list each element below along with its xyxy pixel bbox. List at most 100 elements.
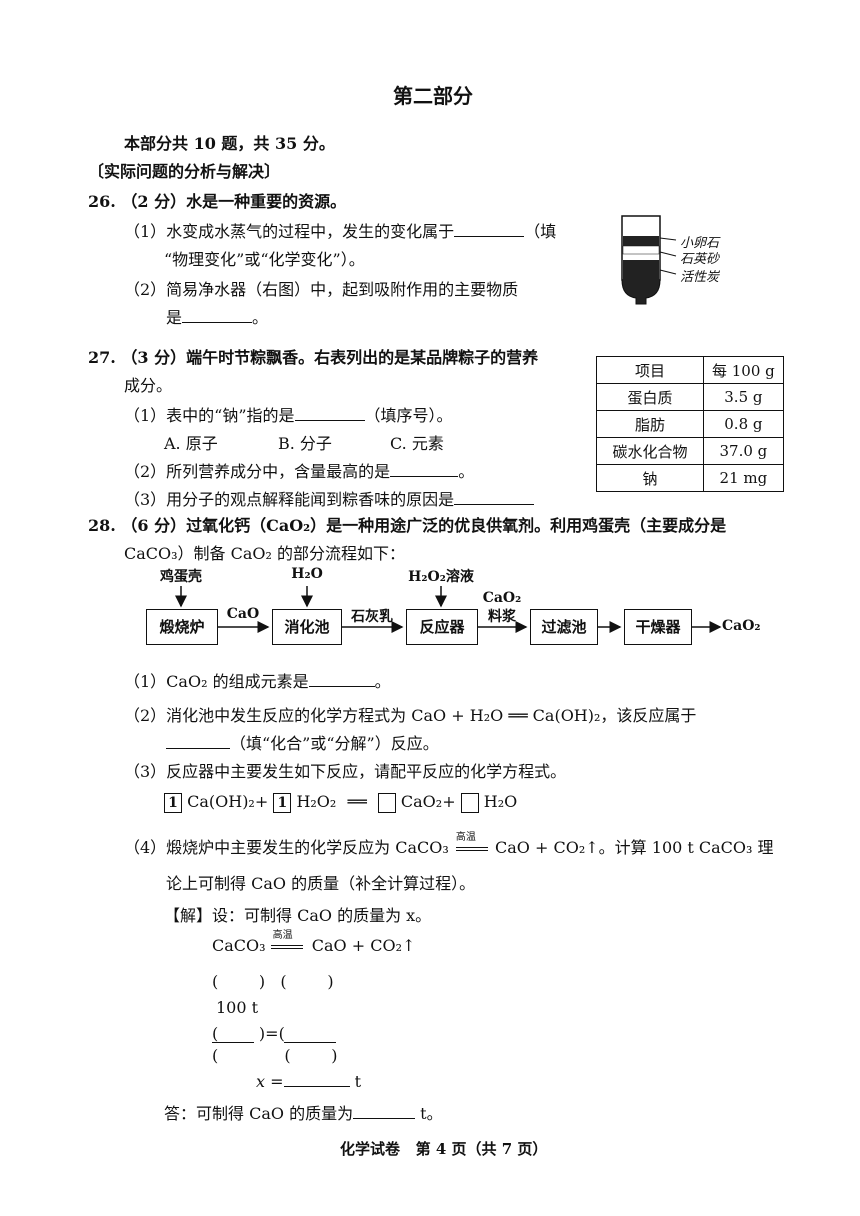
x-label: x = — [256, 1072, 284, 1091]
formula: CaCO₃ — [212, 936, 266, 955]
flow-arrow-label-cao: CaO — [226, 606, 260, 622]
answer-blank[interactable] — [166, 734, 230, 749]
flow-input-peroxide: H₂O₂溶液 — [408, 569, 474, 585]
q28-part4-text2: CaO + CO₂↑。计算 100 t CaCO₃ 理 — [495, 838, 774, 857]
q27-part2: （2）所列营养成分中，含量最高的是 。 — [124, 458, 474, 482]
q27-part3-text: （3）用分子的观点解释能闻到粽香味的原因是 — [124, 490, 455, 509]
answer-blank[interactable] — [454, 222, 525, 237]
q27-part1-tail: （填序号）。 — [364, 406, 453, 425]
coefficient-box[interactable] — [377, 792, 396, 813]
section-intro: 本部分共 10 题，共 35 分。 — [124, 134, 335, 153]
q28-stem-cont: CaCO₃）制备 CaO₂ 的部分流程如下： — [124, 544, 406, 563]
coefficient-box[interactable]: 1 — [164, 792, 182, 813]
flow-input-eggshell: 鸡蛋壳 — [160, 569, 202, 585]
q27-part3: （3）用分子的观点解释能闻到粽香味的原因是 — [124, 486, 535, 510]
answer-blank[interactable] — [283, 1072, 350, 1087]
proportion-bottom[interactable]: ( ( ) — [212, 1046, 338, 1065]
q28-part2: （2）消化池中发生反应的化学方程式为 CaO + H₂O ══ Ca(OH)₂，… — [124, 706, 697, 725]
q26-part2-tail: 。 — [252, 308, 269, 327]
table-cell: 钠 — [596, 464, 704, 492]
q28-part3: （3）反应器中主要发生如下反应，请配平反应的化学方程式。 — [124, 762, 567, 781]
answer-blank[interactable] — [182, 308, 253, 323]
section-title: 第二部分 — [393, 84, 473, 108]
water-filter-diagram — [621, 215, 677, 305]
flow-box-furnace: 煅烧炉 — [146, 609, 218, 645]
condition-label: 高温 — [272, 930, 293, 941]
filter-label-pebbles: 小卵石 — [680, 236, 720, 251]
answer-text: 答：可制得 CaO 的质量为 — [164, 1104, 354, 1123]
nutrition-table: 项目 每 100 g 蛋白质 3.5 g 脂肪 0.8 g 碳水化合物 37.0… — [596, 356, 784, 492]
table-cell: 21 mg — [703, 464, 784, 492]
table-header-row: 项目 每 100 g — [596, 356, 784, 384]
q27-option-a[interactable]: A. 原子 — [164, 434, 218, 453]
q28-part2-cont: （填“化合”或“分解”）反应。 — [166, 730, 439, 754]
category-heading: 〔实际问题的分析与解决〕 — [88, 162, 281, 181]
flow-input-water: H₂O — [291, 566, 323, 582]
final-answer: 答：可制得 CaO 的质量为 t。 — [164, 1100, 443, 1124]
q26-part2-lead: 是 — [166, 308, 183, 327]
balance-equation: 1 Ca(OH)₂+ 1 H₂O₂ ══ CaO₂+ H₂O — [164, 792, 517, 813]
fraction-line-left — [212, 1042, 254, 1043]
flow-arrow-label-slurry: 料浆 — [488, 609, 516, 625]
q26-part1-tail: （填 — [524, 222, 557, 241]
coefficient-box[interactable]: 1 — [273, 792, 292, 813]
equals-sign: ══ — [347, 792, 367, 811]
answer-blank[interactable] — [308, 672, 375, 687]
q26-part1-cont: “物理变化”或“化学变化”）。 — [164, 250, 365, 269]
table-cell: 脂肪 — [596, 410, 704, 438]
double-line — [455, 846, 488, 851]
q27-stem-cont: 成分。 — [124, 376, 173, 395]
q28-part1-text: （1）CaO₂ 的组成元素是 — [124, 672, 309, 691]
flow-output-cao2: CaO₂ — [722, 618, 761, 634]
flow-box-dryer: 干燥器 — [624, 609, 692, 645]
flow-box-reactor: 反应器 — [406, 609, 478, 645]
solution-equation: CaCO₃ 高温 CaO + CO₂↑ — [212, 930, 415, 955]
answer-blank[interactable] — [390, 462, 459, 477]
q28-part1: （1）CaO₂ 的组成元素是 。 — [124, 668, 391, 692]
nutrition-table-wrap: 项目 每 100 g 蛋白质 3.5 g 脂肪 0.8 g 碳水化合物 37.0… — [596, 356, 784, 492]
q27-stem: 27. （3 分）端午时节粽飘香。右表列出的是某品牌粽子的营养 — [88, 348, 539, 367]
flow-box-filter: 过滤池 — [530, 609, 598, 645]
q27-part1-text: （1）表中的“钠”指的是 — [124, 406, 295, 425]
table-row: 钠 21 mg — [596, 464, 784, 492]
q27-part2-text: （2）所列营养成分中，含量最高的是 — [124, 462, 391, 481]
solution-setup: 【解】设：可制得 CaO 的质量为 x。 — [164, 906, 432, 925]
answer-blank[interactable] — [353, 1104, 416, 1119]
q26-part1: （1）水变成水蒸气的过程中，发生的变化属于 （填 — [124, 218, 556, 242]
condition-label: 高温 — [455, 832, 476, 843]
q28-part4-cont: 论上可制得 CaO 的质量（补全计算过程）。 — [166, 874, 476, 893]
molar-mass-row[interactable]: ( ) ( ) — [212, 972, 334, 991]
double-line — [270, 944, 303, 949]
coefficient-box[interactable] — [460, 792, 479, 813]
flow-box-digester: 消化池 — [272, 609, 342, 645]
q27-option-c[interactable]: C. 元素 — [390, 434, 444, 453]
q26-stem: 26. （2 分）水是一种重要的资源。 — [88, 192, 347, 211]
q26-part2: （2）简易净水器（右图）中，起到吸附作用的主要物质 — [124, 280, 519, 299]
table-cell: 0.8 g — [703, 410, 784, 438]
answer-blank[interactable] — [294, 406, 365, 421]
answer-blank[interactable] — [454, 490, 535, 505]
table-header: 每 100 g — [703, 356, 784, 384]
q26-part1-text: （1）水变成水蒸气的过程中，发生的变化属于 — [124, 222, 455, 241]
flow-arrow-label-limemilk: 石灰乳 — [351, 609, 393, 625]
x-result: x = t — [256, 1072, 361, 1091]
flow-arrow-label-cao2: CaO₂ — [482, 590, 522, 606]
q28-part1-tail: 。 — [374, 672, 391, 691]
unit: t — [354, 1072, 362, 1091]
filter-label-carbon: 活性炭 — [680, 270, 720, 285]
q27-part2-tail: 。 — [458, 462, 475, 481]
q27-option-b[interactable]: B. 分子 — [278, 434, 332, 453]
reaction-condition: 高温 — [454, 832, 490, 857]
proportion-top[interactable]: ( )=( — [212, 1024, 285, 1043]
formula: CaO₂+ — [400, 792, 456, 811]
table-row: 脂肪 0.8 g — [596, 410, 784, 438]
given-mass: 100 t — [216, 998, 259, 1017]
q28-part2-tail: （填“化合”或“分解”）反应。 — [230, 734, 439, 753]
q28-part4-text: （4）煅烧炉中主要发生的化学反应为 CaCO₃ — [124, 838, 449, 857]
page-footer: 化学试卷 第 4 页（共 7 页） — [340, 1140, 548, 1158]
q28-stem: 28. （6 分）过氧化钙（CaO₂）是一种用途广泛的优良供氧剂。利用鸡蛋壳（主… — [88, 516, 727, 535]
formula: H₂O₂ — [296, 792, 337, 811]
fraction-line-right — [284, 1042, 336, 1043]
filter-label-sand: 石英砂 — [680, 252, 720, 267]
